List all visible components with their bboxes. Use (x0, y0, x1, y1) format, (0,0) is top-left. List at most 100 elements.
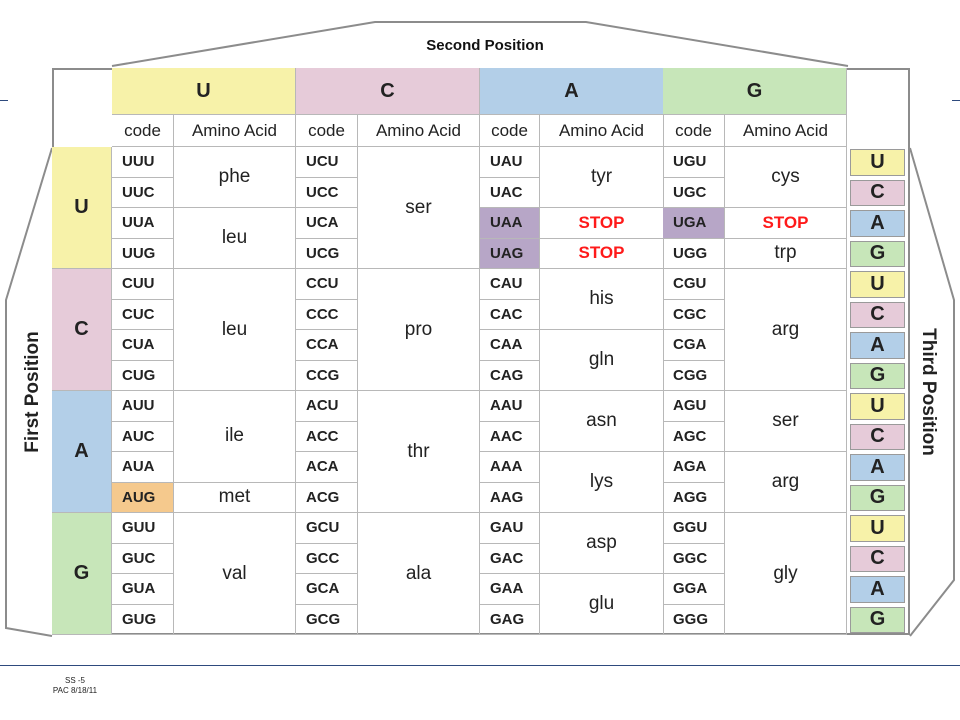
codon-cell: GAU (480, 513, 540, 544)
third-base-cell: A (850, 332, 905, 359)
third-base-cell: C (850, 179, 905, 206)
third-base-cell: G (850, 484, 905, 511)
first-base-cell: U (52, 147, 112, 269)
codon-cell: CAG (480, 360, 540, 391)
amino-acid-cell: thr (358, 391, 480, 513)
codon-cell: GUC (112, 543, 174, 574)
codon-cell: GCG (296, 604, 358, 635)
codon-cell: AUG (112, 482, 174, 513)
codon-cell: AAA (480, 452, 540, 483)
second-base-header: C (296, 68, 480, 115)
codon-cell: CUC (112, 299, 174, 330)
third-base-cell: A (850, 454, 905, 481)
top-rule-right (952, 100, 960, 101)
codon-cell: CGC (663, 299, 725, 330)
first-base-cell: G (52, 513, 112, 635)
amino-acid-cell: asp (540, 513, 664, 574)
amino-acid-cell: pro (358, 269, 480, 391)
codon-cell: CUG (112, 360, 174, 391)
codon-cell: AUC (112, 421, 174, 452)
amino-acid-cell: arg (725, 269, 847, 391)
codon-cell: AGC (663, 421, 725, 452)
amino-acid-cell: leu (174, 208, 296, 269)
third-base-cell: C (850, 423, 905, 450)
second-base-header: U (112, 68, 296, 115)
amino-acid-cell: glu (540, 574, 664, 635)
third-base-cell: A (850, 210, 905, 237)
codon-cell: UCC (296, 177, 358, 208)
amino-acid-cell: ser (725, 391, 847, 452)
footer-slide-id: SS -5 (64, 676, 85, 685)
codon-cell: UGA (663, 208, 725, 239)
amino-acid-cell: ala (358, 513, 480, 635)
codon-cell: CAA (480, 330, 540, 361)
third-base-cell: A (850, 576, 905, 603)
third-base-cell: G (850, 362, 905, 389)
amino-acid-cell: phe (174, 147, 296, 208)
third-base-cell: C (850, 545, 905, 572)
amino-acid-header: Amino Acid (358, 115, 480, 147)
third-base-cell: G (850, 240, 905, 267)
second-base-header: A (480, 68, 664, 115)
codon-cell: AGU (663, 391, 725, 422)
codon-cell: GUU (112, 513, 174, 544)
codon-cell: CCG (296, 360, 358, 391)
codon-cell: GGC (663, 543, 725, 574)
codon-cell: ACG (296, 482, 358, 513)
codon-cell: UUU (112, 147, 174, 178)
amino-acid-header: Amino Acid (540, 115, 664, 147)
codon-cell: CCC (296, 299, 358, 330)
codon-cell: GAC (480, 543, 540, 574)
codon-cell: UUC (112, 177, 174, 208)
amino-acid-cell: ser (358, 147, 480, 269)
codon-cell: UAG (480, 238, 540, 269)
codon-cell: UCG (296, 238, 358, 269)
codon-cell: CCA (296, 330, 358, 361)
code-header: code (296, 115, 358, 147)
amino-acid-cell: gly (725, 513, 847, 635)
amino-acid-cell: his (540, 269, 664, 330)
first-base-cell: C (52, 269, 112, 391)
amino-acid-cell: lys (540, 452, 664, 513)
amino-acid-cell: ile (174, 391, 296, 483)
codon-cell: CUA (112, 330, 174, 361)
codon-cell: GAG (480, 604, 540, 635)
stop-label: STOP (540, 208, 664, 239)
footer-date: PAC 8/18/11 (52, 686, 98, 695)
codon-cell: UGU (663, 147, 725, 178)
third-base-cell: U (850, 149, 905, 176)
codon-cell: ACU (296, 391, 358, 422)
codon-cell: UCU (296, 147, 358, 178)
bottom-rule (0, 665, 960, 666)
codon-cell: UAA (480, 208, 540, 239)
amino-acid-cell: trp (725, 238, 847, 269)
codon-cell: UUA (112, 208, 174, 239)
amino-acid-cell: gln (540, 330, 664, 391)
codon-cell: GGA (663, 574, 725, 605)
codon-cell: AAU (480, 391, 540, 422)
codon-cell: UUG (112, 238, 174, 269)
third-base-cell: U (850, 393, 905, 420)
amino-acid-cell: met (174, 482, 296, 513)
codon-cell: GCA (296, 574, 358, 605)
stop-label: STOP (725, 208, 847, 239)
third-base-cell: U (850, 515, 905, 542)
codon-cell: CCU (296, 269, 358, 300)
codon-cell: ACC (296, 421, 358, 452)
codon-cell: CGA (663, 330, 725, 361)
third-base-cell: C (850, 301, 905, 328)
second-position-title: Second Position (426, 37, 544, 54)
second-base-header: G (663, 68, 847, 115)
codon-cell: CGG (663, 360, 725, 391)
amino-acid-cell: cys (725, 147, 847, 208)
codon-cell: CAC (480, 299, 540, 330)
codon-cell: GUG (112, 604, 174, 635)
codon-cell: UAU (480, 147, 540, 178)
third-base-cell: U (850, 271, 905, 298)
codon-cell: GGU (663, 513, 725, 544)
first-base-cell: A (52, 391, 112, 513)
codon-cell: GUA (112, 574, 174, 605)
codon-cell: UCA (296, 208, 358, 239)
